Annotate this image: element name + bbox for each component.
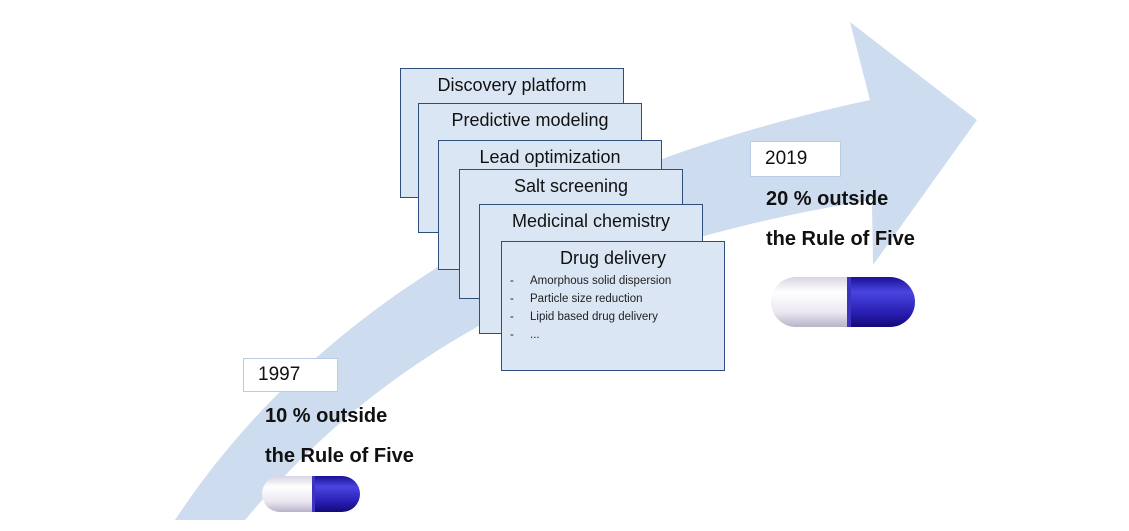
start-stat-line2: the Rule of Five [265, 445, 414, 467]
step-drug-delivery: Drug delivery -Amorphous solid dispersio… [501, 241, 725, 371]
list-item: -... [510, 329, 540, 341]
list-item: -Particle size reduction [510, 293, 643, 305]
capsule-icon [262, 476, 360, 512]
step-label: Discovery platform [437, 75, 587, 95]
step-label: Medicinal chemistry [511, 211, 671, 231]
start-stat-line1: 10 % outside [265, 405, 388, 427]
step-label: Lead optimization [479, 147, 621, 167]
capsule-icon [771, 277, 915, 327]
step-label: Salt screening [513, 176, 629, 196]
list-item: -Lipid based drug delivery [510, 311, 658, 323]
end-stat-line2: the Rule of Five [766, 228, 915, 250]
step-label: Predictive modeling [451, 110, 609, 130]
year-start-box: 1997 [243, 358, 338, 392]
end-stat-line1: 20 % outside [766, 188, 889, 210]
drug-delivery-list: -Amorphous solid dispersion -Particle si… [510, 272, 671, 344]
step-label: Drug delivery [559, 248, 667, 268]
year-end: 2019 [765, 148, 808, 169]
list-item: -Amorphous solid dispersion [510, 275, 672, 287]
year-end-box: 2019 [750, 141, 841, 177]
year-start: 1997 [258, 364, 301, 385]
